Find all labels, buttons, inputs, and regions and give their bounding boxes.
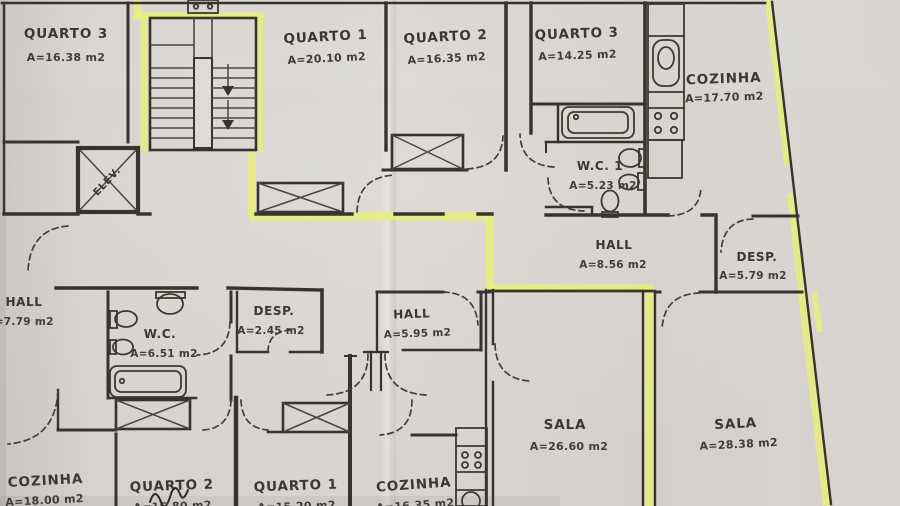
room-label-hall-right: HALL A=8.56 m2 bbox=[579, 238, 646, 271]
washbasin-icon bbox=[618, 148, 646, 168]
handwriting-scribble bbox=[149, 487, 189, 506]
room-area: A=20.10 m2 bbox=[287, 50, 366, 67]
room-name: HALL bbox=[595, 238, 632, 252]
room-name: SALA bbox=[714, 415, 758, 433]
staircase bbox=[148, 0, 258, 152]
room-label-hall-left: HALL A=7.79 m2 bbox=[0, 295, 54, 328]
elevator: ELEV. bbox=[75, 145, 141, 215]
room-label-quarto3-topleft: QUARTO 3 A=16.38 m2 bbox=[24, 26, 108, 64]
water-heater-icon bbox=[187, 0, 219, 14]
elevator-label: ELEV. bbox=[92, 165, 124, 198]
room-area: A=2.45 m2 bbox=[237, 325, 304, 337]
room-label-quarto2-top: QUARTO 2 A=16.35 m2 bbox=[403, 27, 488, 67]
room-name: W.C. bbox=[144, 327, 177, 341]
room-area: A=28.38 m2 bbox=[699, 436, 778, 453]
room-area: A=7.79 m2 bbox=[0, 316, 54, 328]
room-name: COZINHA bbox=[686, 70, 762, 89]
room-name: QUARTO 3 bbox=[24, 26, 108, 42]
room-name: QUARTO 1 bbox=[253, 477, 338, 496]
closet-icon bbox=[114, 398, 192, 431]
room-area: A=15.20 m2 bbox=[257, 499, 336, 506]
room-label-wc1: W.C. 1 A=5.23 m2 bbox=[569, 159, 636, 192]
stove-icon bbox=[653, 111, 679, 135]
room-name: DESP. bbox=[737, 250, 778, 264]
closet-icon bbox=[390, 133, 465, 171]
washbasin-icon bbox=[155, 291, 186, 315]
toilet-icon bbox=[109, 310, 138, 329]
room-label-wc-left: W.C. A=6.51 m2 bbox=[130, 327, 197, 360]
room-area: A=16.35 m2 bbox=[407, 50, 486, 67]
bidet-icon bbox=[109, 338, 134, 356]
sink-icon bbox=[461, 491, 481, 506]
closets bbox=[114, 133, 465, 434]
room-name: QUARTO 2 bbox=[403, 27, 488, 47]
room-name: DESP. bbox=[254, 304, 295, 318]
room-name: QUARTO 1 bbox=[283, 27, 368, 47]
room-name: SALA bbox=[544, 417, 587, 433]
toilet-icon bbox=[618, 172, 646, 191]
room-area: A=26.60 m2 bbox=[530, 440, 608, 453]
room-label-quarto1-top: QUARTO 1 A=20.10 m2 bbox=[283, 27, 368, 67]
stove-icon bbox=[461, 451, 482, 469]
room-label-quarto3-topright: QUARTO 3 A=14.25 m2 bbox=[534, 25, 619, 64]
room-label-cozinha-bottomleft: COZINHA A=18.00 m2 bbox=[5, 471, 84, 506]
room-label-sala-left: SALA A=26.60 m2 bbox=[530, 417, 608, 453]
room-area: A=17.70 m2 bbox=[685, 90, 764, 106]
closet-icon bbox=[256, 181, 345, 214]
bathtub-icon bbox=[561, 106, 635, 139]
room-name: W.C. 1 bbox=[577, 159, 623, 173]
bathtub-icon bbox=[109, 365, 187, 398]
room-area: A=16.80 m2 bbox=[133, 499, 212, 506]
sink-icon bbox=[652, 39, 680, 87]
room-name: QUARTO 3 bbox=[534, 25, 619, 44]
room-label-hall-centre: HALL A=5.95 m2 bbox=[384, 306, 452, 341]
room-area: A=5.23 m2 bbox=[569, 180, 636, 192]
room-area: A=16.38 m2 bbox=[27, 51, 105, 64]
room-label-desp-right: DESP. A=5.79 m2 bbox=[719, 250, 786, 282]
room-name: HALL bbox=[393, 306, 430, 321]
room-area: A=6.51 m2 bbox=[130, 348, 197, 360]
room-label-sala-right: SALA A=28.38 m2 bbox=[699, 415, 778, 453]
room-name: COZINHA bbox=[376, 474, 452, 495]
room-name: HALL bbox=[5, 295, 42, 309]
room-area: A=14.25 m2 bbox=[538, 48, 617, 64]
room-label-quarto2-bottom: QUARTO 2 A=16.80 m2 bbox=[129, 477, 214, 506]
door-arcs bbox=[7, 133, 754, 445]
room-name: QUARTO 2 bbox=[129, 477, 214, 496]
room-label-quarto1-bottom: QUARTO 1 A=15.20 m2 bbox=[253, 477, 338, 506]
kitchen-counter-icon bbox=[455, 427, 488, 506]
room-area: A=16.35 m2 bbox=[376, 496, 455, 506]
room-area: A=18.00 m2 bbox=[5, 492, 84, 506]
stairs-down-arrow bbox=[222, 86, 234, 96]
room-name: COZINHA bbox=[7, 471, 83, 491]
room-label-cozinha-topright: COZINHA A=17.70 m2 bbox=[685, 70, 764, 106]
room-labels: QUARTO 3 A=16.38 m2 QUARTO 1 A=20.10 m2 … bbox=[0, 25, 786, 506]
bidet-icon bbox=[600, 189, 620, 218]
room-label-cozinha-bottomcentre: COZINHA A=16.35 m2 bbox=[376, 474, 455, 506]
room-label-desp-left: DESP. A=2.45 m2 bbox=[237, 304, 304, 337]
stairs-down-arrow bbox=[222, 120, 234, 130]
fixtures bbox=[109, 3, 685, 506]
kitchen-counter-icon bbox=[647, 3, 685, 179]
room-area: A=5.95 m2 bbox=[384, 327, 452, 341]
room-area: A=5.79 m2 bbox=[719, 270, 786, 282]
room-area: A=8.56 m2 bbox=[579, 259, 646, 271]
highlighter-marks bbox=[133, 0, 831, 506]
closet-icon bbox=[281, 401, 352, 434]
